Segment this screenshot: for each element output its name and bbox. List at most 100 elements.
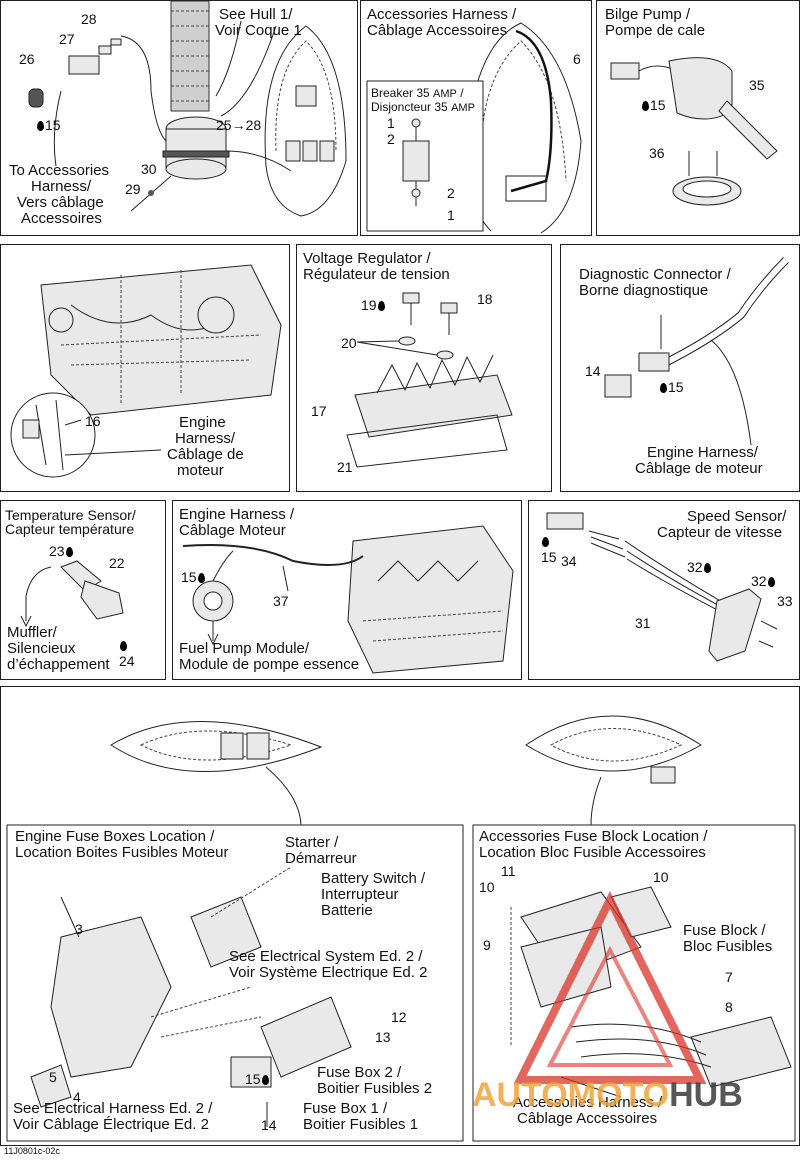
sealant-drop-icon <box>642 101 649 111</box>
part-32-left: 32 <box>687 559 712 575</box>
engine-harness-label-fr-2: moteur <box>177 462 224 479</box>
hull-ref-label: See Hull 1/ <box>219 6 293 23</box>
part-6: 6 <box>573 51 581 67</box>
hull-ref-label-fr: Voir Coque 1 <box>215 22 302 39</box>
part-28: 28 <box>81 11 97 27</box>
fuse-box-1-label-fr: Boitier Fusibles 1 <box>303 1116 419 1133</box>
temperature-sensor-illustration <box>20 560 124 628</box>
see-electrical-system-label-fr: Voir Système Electrique Ed. 2 <box>229 964 428 981</box>
part-3: 3 <box>75 921 83 937</box>
engine-harness-label: Engine <box>179 414 226 431</box>
part-15: 15 <box>245 1071 270 1087</box>
part-7: 7 <box>725 969 733 985</box>
sealant-drop-icon <box>377 301 385 311</box>
starter-label-fr: Démarreur <box>285 850 357 867</box>
to-accessories-label-2: Harness/ <box>31 178 92 195</box>
part-12: 12 <box>391 1009 407 1025</box>
sealant-drop-icon <box>703 563 711 573</box>
part-15: 15 <box>181 569 206 585</box>
engine-harness-mid-title: Engine Harness / <box>179 506 295 523</box>
see-electrical-system-label: See Electrical System Ed. 2 / <box>229 948 423 965</box>
breaker-title-fr: Disjoncteur 35 AMP <box>371 100 475 114</box>
part-2-top: 2 <box>387 131 395 147</box>
engine-fuse-title: Engine Fuse Boxes Location / <box>15 828 215 845</box>
panel-engine-harness-top: 16 Engine Harness/ Câblage de moteur <box>0 244 290 492</box>
part-33: 33 <box>777 593 793 609</box>
part-15: 15 <box>641 97 666 113</box>
part-27: 27 <box>59 31 75 47</box>
part-11: 11 <box>501 863 516 879</box>
part-25-28: 25→28 <box>216 117 262 133</box>
fuse-box-1-label: Fuse Box 1 / <box>303 1100 388 1117</box>
accessories-harness-label-fr: Câblage Accessoires <box>517 1110 658 1127</box>
part-5: 5 <box>49 1069 57 1085</box>
accessories-harness-title: Accessories Harness / <box>367 6 517 23</box>
engine-harness-top-illustration <box>10 264 282 478</box>
part-32-right: 32 <box>751 573 776 589</box>
voltage-regulator-title-fr: Régulateur de tension <box>303 266 450 283</box>
temperature-sensor-title: Temperature Sensor/ <box>5 507 136 523</box>
sealant-drop-icon <box>660 383 667 393</box>
sealant-drop-icon <box>120 641 127 651</box>
sealant-drop-icon <box>542 537 549 547</box>
breaker-title: Breaker 35 AMP / <box>371 86 464 100</box>
voltage-regulator-title: Voltage Regulator / <box>303 250 431 267</box>
engine-harness-label: Engine Harness/ <box>647 444 758 461</box>
diagnostic-connector-title: Diagnostic Connector / <box>579 266 731 283</box>
starter-label: Starter / <box>285 834 339 851</box>
see-electrical-harness-label-fr: Voir Câblage Électrique Ed. 2 <box>13 1116 209 1133</box>
panel-voltage-regulator: Voltage Regulator / Régulateur de tensio… <box>296 244 552 492</box>
part-2-bottom: 2 <box>447 185 455 201</box>
watermark-text: AUTOMOTOHUB <box>472 1076 743 1114</box>
to-accessories-label-fr: Vers câblage <box>17 194 104 211</box>
part-18: 18 <box>477 291 493 307</box>
temperature-sensor-title-fr: Capteur température <box>5 521 135 537</box>
engine-harness-label-fr: Câblage de moteur <box>635 460 763 477</box>
to-accessories-label-fr-2: Accessoires <box>21 210 102 227</box>
panel-hull-wiring: See Hull 1/ Voir Coque 1 28 27 26 15 25→… <box>0 0 358 236</box>
part-20: 20 <box>341 335 357 351</box>
part-26: 26 <box>19 51 35 67</box>
accessories-harness-illustration <box>366 22 582 234</box>
fuse-box-2-label: Fuse Box 2 / <box>317 1064 402 1081</box>
to-accessories-label: To Accessories <box>9 162 110 179</box>
part-23: 23 <box>49 543 74 559</box>
part-13: 13 <box>375 1029 391 1045</box>
part-21: 21 <box>337 459 353 475</box>
part-24: 24 <box>119 637 135 669</box>
diagnostic-connector-illustration <box>604 257 789 446</box>
muffler-label: Muffler/ <box>7 624 57 641</box>
diagnostic-connector-title-fr: Borne diagnostique <box>579 282 709 299</box>
panel-accessories-harness: Accessories Harness / Câblage Accessoire… <box>360 0 592 236</box>
sealant-drop-icon <box>261 1075 269 1085</box>
part-14: 14 <box>261 1117 277 1133</box>
accessories-harness-label: Accessories Harness / <box>513 1094 663 1111</box>
part-17: 17 <box>311 403 327 419</box>
part-9: 9 <box>483 937 491 953</box>
bilge-pump-illustration <box>610 57 778 206</box>
engine-fuse-title-fr: Location Boites Fusibles Moteur <box>15 844 229 861</box>
panel-diagnostic-connector: Diagnostic Connector / Borne diagnostiqu… <box>560 244 800 492</box>
accessories-harness-title-fr: Câblage Accessoires <box>367 22 508 39</box>
part-35: 35 <box>749 77 765 93</box>
engine-harness-mid-illustration <box>182 525 514 674</box>
accessories-fuse-title-fr: Location Bloc Fusible Accessoires <box>479 844 706 861</box>
bilge-pump-title-fr: Pompe de cale <box>605 22 706 39</box>
engine-harness-mid-title-fr: Câblage Moteur <box>179 522 286 539</box>
part-15: 15 <box>541 533 557 565</box>
accessories-fuse-title: Accessories Fuse Block Location / <box>479 828 708 845</box>
battery-switch-label-fr: Interrupteur <box>321 886 399 903</box>
part-22: 22 <box>109 555 125 571</box>
sealant-drop-icon <box>37 121 44 131</box>
speed-sensor-title-fr: Capteur de vitesse <box>657 524 783 541</box>
hull-wiring-illustration <box>28 1 347 217</box>
sealant-drop-icon <box>65 547 73 557</box>
fuse-block-label: Fuse Block / <box>683 922 766 939</box>
part-37: 37 <box>273 593 289 609</box>
see-electrical-harness-label: See Electrical Harness Ed. 2 / <box>13 1100 213 1117</box>
voltage-regulator-illustration <box>346 292 513 468</box>
part-10-right: 10 <box>653 869 669 885</box>
muffler-label-fr-2: d’échappement <box>7 656 110 673</box>
panel-bilge-pump: Bilge Pump / Pompe de cale 35 15 36 <box>596 0 800 236</box>
fuel-pump-label-fr: Module de pompe essence <box>179 656 360 673</box>
